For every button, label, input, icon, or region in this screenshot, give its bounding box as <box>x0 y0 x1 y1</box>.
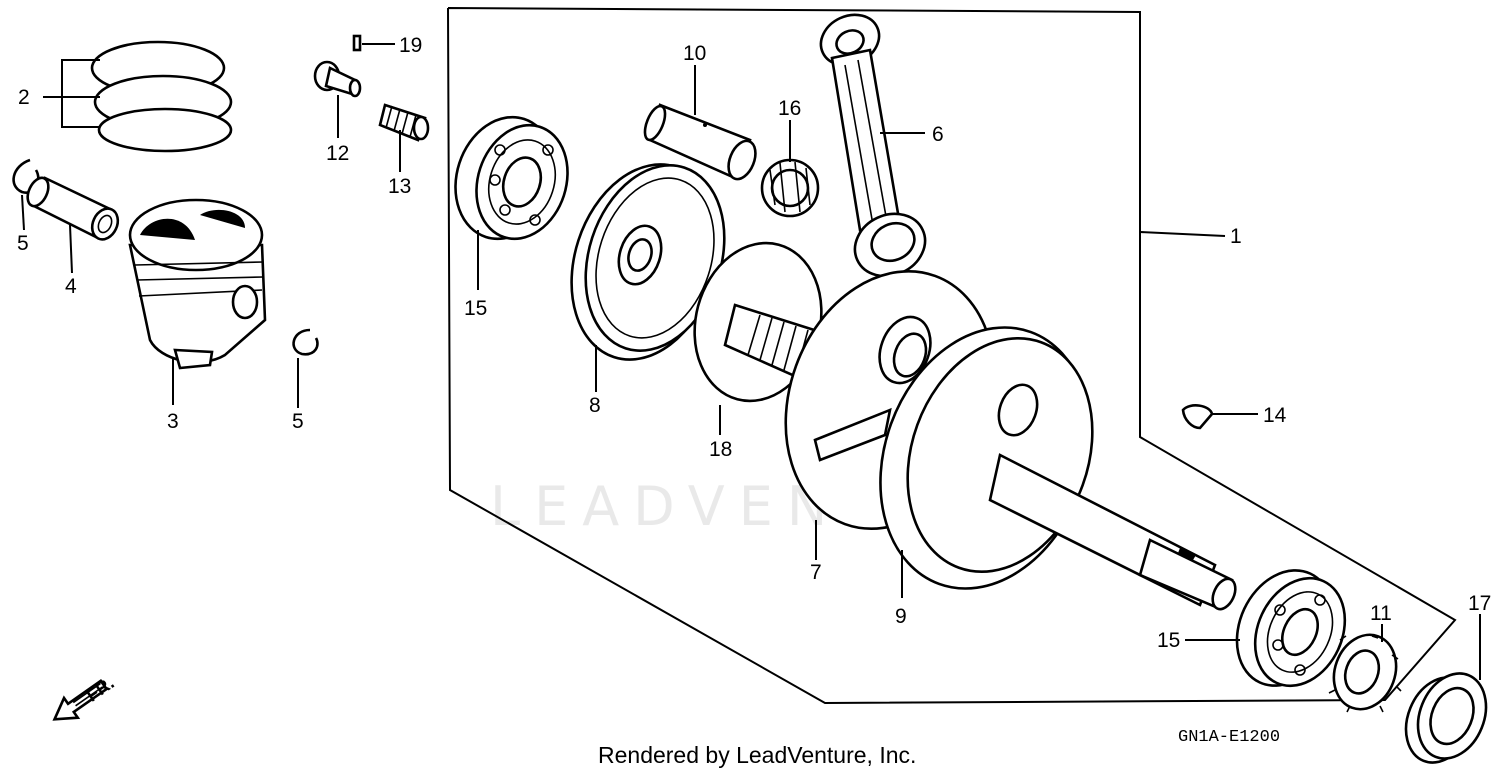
piston-pin[interactable] <box>24 175 123 244</box>
front-arrow-icon <box>52 679 109 721</box>
oil-seal[interactable] <box>1394 663 1498 773</box>
callout-18[interactable]: 18 <box>709 438 732 461</box>
connecting-rod[interactable] <box>813 6 936 288</box>
leader-4 <box>69 224 73 274</box>
credit-text: Rendered by LeadVenture, Inc. <box>598 742 916 768</box>
piston-rings[interactable] <box>90 33 233 153</box>
woodruff-key[interactable] <box>1181 404 1214 430</box>
diagram-code: GN1A-E1200 <box>1178 728 1280 747</box>
bearing-lower[interactable] <box>1219 555 1362 702</box>
callout-3[interactable]: 3 <box>167 410 179 433</box>
callout-19[interactable]: 19 <box>399 34 422 57</box>
callout-17[interactable]: 17 <box>1468 592 1491 615</box>
assembly-outline <box>447 7 1457 705</box>
callout-9[interactable]: 9 <box>895 605 907 628</box>
callout-13[interactable]: 13 <box>388 175 411 198</box>
needle-bearing[interactable] <box>760 158 820 218</box>
callout-10[interactable]: 10 <box>683 42 706 65</box>
bolt-12[interactable] <box>313 60 362 98</box>
piston[interactable] <box>128 198 267 370</box>
callout-12[interactable]: 12 <box>326 142 349 165</box>
leader-2 <box>61 59 100 128</box>
callout-11[interactable]: 11 <box>1370 602 1392 625</box>
callout-8[interactable]: 8 <box>589 394 601 417</box>
bearing-upper[interactable] <box>440 104 582 252</box>
callout-7[interactable]: 7 <box>810 561 822 584</box>
callout-6[interactable]: 6 <box>932 123 944 146</box>
callout-15-lower[interactable]: 15 <box>1157 629 1180 652</box>
callout-5-left[interactable]: 5 <box>17 232 29 255</box>
spring-13[interactable] <box>378 103 430 142</box>
lock-washer[interactable] <box>1324 626 1406 718</box>
callout-2[interactable]: 2 <box>18 86 30 109</box>
callout-15-upper[interactable]: 15 <box>464 297 487 320</box>
leader-5a <box>21 194 25 231</box>
circlip-right[interactable] <box>292 328 319 356</box>
callout-4[interactable]: 4 <box>65 275 77 298</box>
pin-19[interactable] <box>352 34 362 52</box>
callout-1[interactable]: 1 <box>1230 225 1242 248</box>
leader-1 <box>1139 231 1226 237</box>
callout-5-right[interactable]: 5 <box>292 410 304 433</box>
crank-disc[interactable] <box>548 145 748 378</box>
callout-14[interactable]: 14 <box>1263 404 1287 427</box>
crankshaft[interactable] <box>723 242 1240 618</box>
callout-16[interactable]: 16 <box>778 97 801 120</box>
crank-pin[interactable] <box>641 103 761 183</box>
